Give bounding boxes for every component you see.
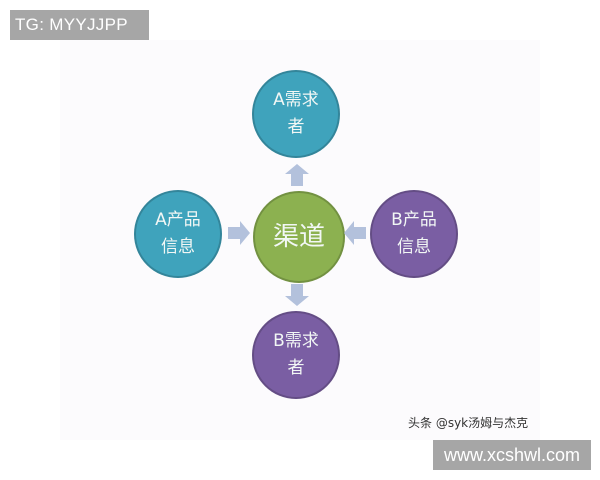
node-label-line1: B产品 (391, 210, 437, 230)
node-b-product-info: B产品 信息 (370, 190, 458, 278)
arrow-right-icon (228, 221, 250, 245)
arrow-down-icon (285, 284, 309, 306)
node-label: 渠道 (272, 221, 325, 252)
node-label-line1: A需求 (273, 90, 319, 110)
arrow-up-icon (285, 164, 309, 186)
node-a-demander: A需求 者 (252, 70, 340, 158)
node-label-line2: 者 (287, 117, 305, 137)
node-label-line1: A产品 (155, 210, 201, 230)
source-caption: 头条 @syk汤姆与杰克 (408, 416, 529, 430)
arrow-left-icon (344, 221, 366, 245)
site-watermark: www.xcshwl.com (433, 440, 591, 470)
tg-watermark: TG: MYYJJPP (10, 10, 149, 40)
node-b-demander: B需求 者 (252, 311, 340, 399)
node-label-line2: 者 (287, 358, 305, 378)
node-channel: 渠道 (253, 191, 345, 283)
node-label-line2: 信息 (161, 237, 195, 257)
node-a-product-info: A产品 信息 (134, 190, 222, 278)
node-label-line1: B需求 (273, 331, 319, 351)
node-label-line2: 信息 (397, 237, 431, 257)
